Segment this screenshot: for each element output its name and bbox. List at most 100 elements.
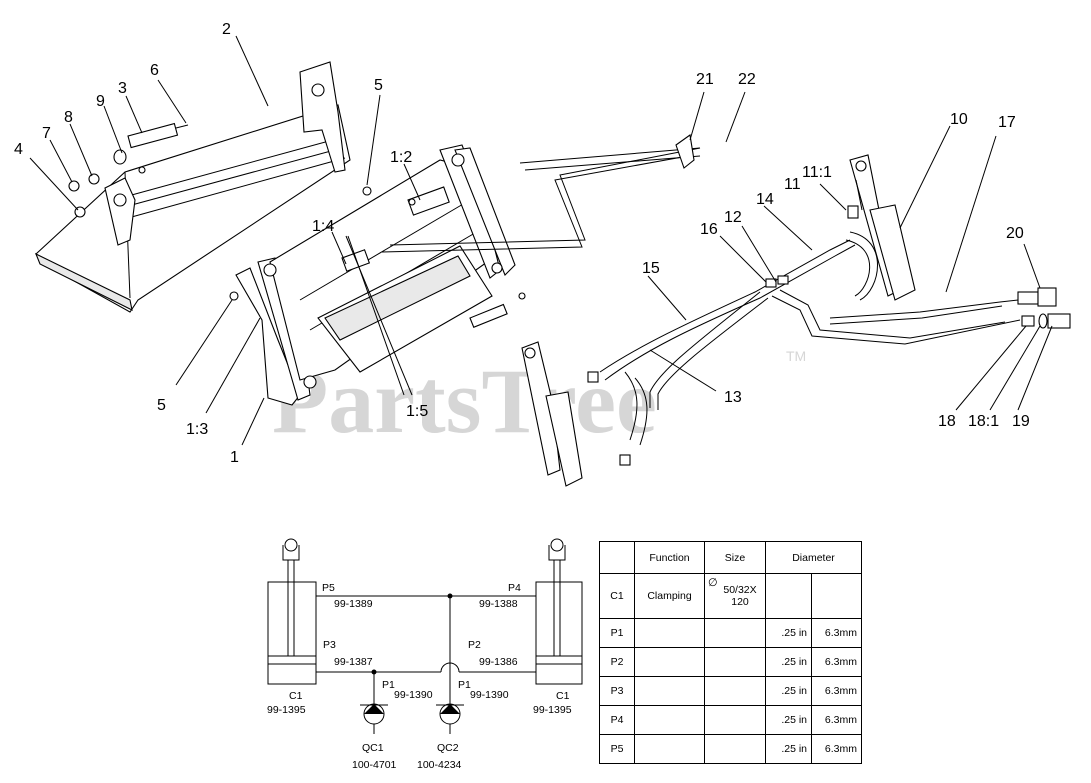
watermark-tm: TM (786, 348, 806, 364)
callout-11-1: 11:1 (802, 164, 832, 181)
callout-1-3: 1:3 (186, 421, 208, 438)
row-function (634, 647, 705, 677)
row-diameter-in: .25 in (765, 734, 812, 764)
row-id: P2 (599, 647, 635, 677)
callout-6: 6 (150, 62, 159, 79)
hydraulic-cylinder-right (847, 154, 916, 301)
bucket-part (34, 61, 351, 313)
row-size: ∅ 50/32X 120 (704, 573, 766, 619)
label-p1-left-part: 99-1390 (394, 689, 433, 701)
row-diameter-in (765, 573, 812, 619)
spec-table: Function Size Diameter C1 Clamping ∅ 50/… (599, 541, 862, 764)
callout-1-5: 1:5 (406, 403, 428, 420)
row-function (634, 618, 705, 648)
row-diameter-in: .25 in (765, 705, 812, 735)
table-row: P1 .25 in 6.3mm (599, 618, 862, 648)
hydraulic-cylinder-left (521, 341, 631, 487)
label-qc1-part: 100-4701 (352, 759, 397, 771)
label-p1-left: P1 (382, 679, 395, 691)
cylinder-eye-right (550, 538, 564, 552)
callout-7: 7 (42, 125, 51, 142)
label-p1-right: P1 (458, 679, 471, 691)
row-diameter-mm (811, 573, 862, 619)
loader-frame-part (229, 144, 526, 406)
label-qc2: QC2 (437, 742, 459, 754)
callout-17: 17 (998, 114, 1016, 131)
callout-leaders (29, 35, 1053, 446)
callout-8: 8 (64, 109, 73, 126)
table-row: P3 .25 in 6.3mm (599, 676, 862, 706)
hydraulic-schematic: P5 99-1389 P4 99-1388 P3 99-1387 P2 99-1… (267, 538, 583, 771)
row-id: P5 (599, 734, 635, 764)
row-diameter-in: .25 in (765, 647, 812, 677)
table-header-row: Function Size Diameter (599, 541, 862, 574)
row-id: P1 (599, 618, 635, 648)
row-function (634, 734, 705, 764)
hydraulic-hoses (381, 134, 1071, 446)
row-id: P4 (599, 705, 635, 735)
callout-20: 20 (1006, 225, 1024, 242)
cylinder-eye-left (284, 538, 298, 552)
header-id (599, 541, 635, 574)
table-row: P4 .25 in 6.3mm (599, 705, 862, 735)
row-function: Clamping (634, 573, 705, 619)
callout-1-2: 1:2 (390, 149, 412, 166)
row-diameter-mm: 6.3mm (811, 618, 862, 648)
row-diameter-mm: 6.3mm (811, 705, 862, 735)
row-size (704, 676, 766, 706)
label-p5-part: 99-1389 (334, 598, 373, 610)
callout-12: 12 (724, 209, 742, 226)
row-size (704, 647, 766, 677)
header-function: Function (634, 541, 705, 574)
table-row: P2 .25 in 6.3mm (599, 647, 862, 677)
label-p2: P2 (468, 639, 481, 651)
callout-3: 3 (118, 80, 127, 97)
callout-4: 4 (14, 141, 23, 158)
label-p5: P5 (322, 582, 335, 594)
label-c1-right: C1 (556, 690, 570, 702)
label-c1-left: C1 (289, 690, 303, 702)
label-c1-left-part: 99-1395 (267, 704, 306, 716)
header-size: Size (704, 541, 766, 574)
label-qc2-part: 100-4234 (417, 759, 462, 771)
callout-18: 18 (938, 413, 956, 430)
callout-18-1: 18:1 (968, 413, 999, 430)
callout-1-4: 1:4 (312, 218, 334, 235)
callout-1: 1 (230, 449, 239, 466)
callout-5-top: 5 (374, 77, 383, 94)
callout-labels: 2 6 3 9 8 7 4 5 1:2 1:4 5 1:3 1 1:5 21 2… (14, 21, 1030, 466)
callout-2: 2 (222, 21, 231, 38)
row-diameter-mm: 6.3mm (811, 676, 862, 706)
row-diameter-in: .25 in (765, 618, 812, 648)
label-c1-right-part: 99-1395 (533, 704, 572, 716)
header-diameter: Diameter (765, 541, 862, 574)
row-diameter-mm: 6.3mm (811, 647, 862, 677)
row-diameter-mm: 6.3mm (811, 734, 862, 764)
callout-16: 16 (700, 221, 718, 238)
row-size-value: 50/32X 120 (723, 584, 757, 608)
callout-5-bottom: 5 (157, 397, 166, 414)
label-p3-part: 99-1387 (334, 656, 373, 668)
label-p4: P4 (508, 582, 521, 594)
callout-19: 19 (1012, 413, 1030, 430)
table-row: C1 Clamping ∅ 50/32X 120 (599, 573, 862, 619)
callout-13: 13 (724, 389, 742, 406)
row-size (704, 618, 766, 648)
label-p2-part: 99-1386 (479, 656, 518, 668)
cylinder-left (267, 581, 317, 685)
callout-9: 9 (96, 93, 105, 110)
callout-10: 10 (950, 111, 968, 128)
callout-11: 11 (784, 176, 801, 193)
callout-21: 21 (696, 71, 714, 88)
label-p4-part: 99-1388 (479, 598, 518, 610)
hardware-pins (68, 122, 189, 218)
row-diameter-in: .25 in (765, 676, 812, 706)
callout-22: 22 (738, 71, 756, 88)
row-size (704, 734, 766, 764)
diameter-symbol-icon: ∅ (708, 577, 718, 589)
row-size (704, 705, 766, 735)
label-p3: P3 (323, 639, 336, 651)
table-row: P5 .25 in 6.3mm (599, 734, 862, 764)
row-id: P3 (599, 676, 635, 706)
